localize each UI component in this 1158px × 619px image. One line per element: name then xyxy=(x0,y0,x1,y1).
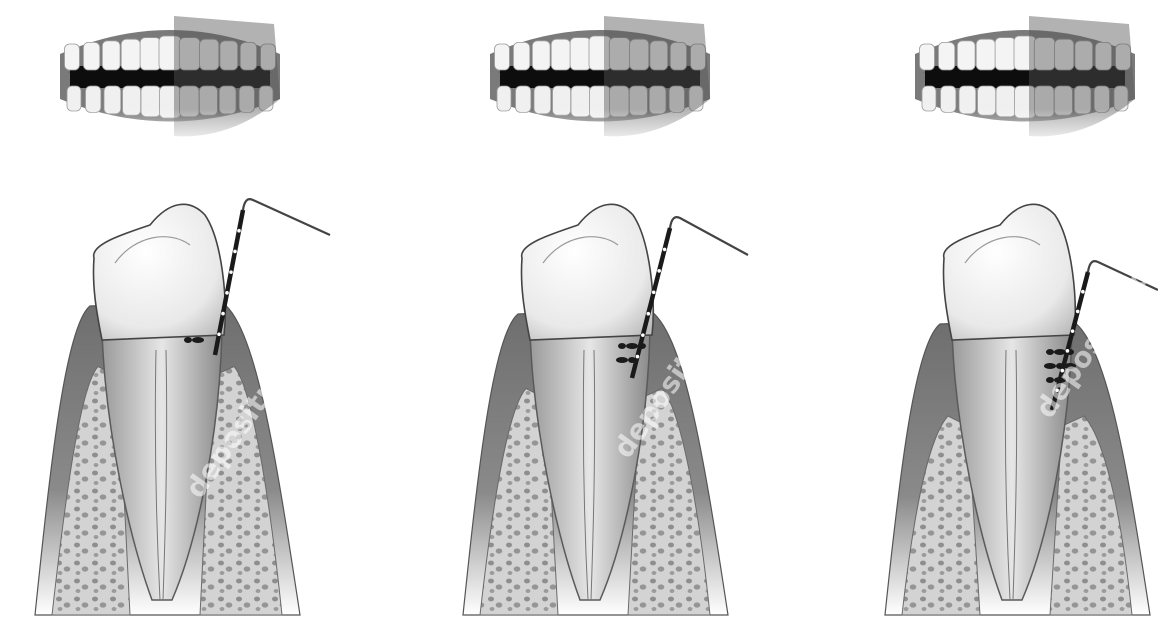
upper-tooth xyxy=(83,42,99,70)
calculus-spot xyxy=(626,343,638,349)
tooth-crown xyxy=(521,204,653,340)
tooth-crown xyxy=(943,204,1075,340)
mouth-illustration-2 xyxy=(490,16,710,139)
fade-overlay xyxy=(490,109,710,139)
upper-tooth xyxy=(995,38,1016,70)
probe-marking xyxy=(652,290,656,294)
probe-handle xyxy=(670,217,748,255)
lower-tooth xyxy=(922,86,936,111)
probe-marking xyxy=(657,269,661,273)
upper-tooth xyxy=(957,41,975,70)
calculus-spot xyxy=(184,337,192,343)
probe-marking xyxy=(237,229,241,233)
probe-handle xyxy=(243,199,330,235)
calculus-spot xyxy=(618,343,626,349)
probe-marking xyxy=(641,333,645,337)
upper-tooth xyxy=(551,39,570,70)
probe-marking xyxy=(1081,290,1085,294)
upper-tooth xyxy=(121,39,140,70)
upper-tooth xyxy=(495,44,510,70)
lower-tooth xyxy=(497,86,511,111)
tooth-section-3: depositphotos xyxy=(885,204,1158,615)
probe-marking xyxy=(1076,310,1080,314)
lower-tooth xyxy=(86,86,101,112)
fade-overlay xyxy=(60,109,280,139)
mouth-illustration-1 xyxy=(60,16,280,139)
mouth-illustrations xyxy=(60,16,1135,139)
upper-tooth xyxy=(532,41,550,70)
lower-tooth xyxy=(67,86,81,111)
lower-tooth xyxy=(516,86,531,112)
probe-marking xyxy=(229,270,233,274)
upper-tooth xyxy=(140,38,161,70)
upper-tooth xyxy=(102,41,120,70)
tooth-cross-sections: depositphotos depositphotos depositphotos xyxy=(35,199,1158,615)
upper-tooth xyxy=(938,42,954,70)
upper-tooth xyxy=(513,42,529,70)
calculus-spot xyxy=(616,357,628,363)
fade-overlay xyxy=(915,109,1135,139)
tooth-section-2: depositphotos xyxy=(463,204,764,615)
probe-marking xyxy=(663,248,667,252)
probe-marking xyxy=(225,291,229,295)
calculus-deposits xyxy=(184,337,204,343)
calculus-spot xyxy=(192,337,204,343)
upper-tooth xyxy=(920,44,935,70)
probe-marking xyxy=(646,312,650,316)
probe-marking xyxy=(221,312,225,316)
mouth-illustration-3 xyxy=(915,16,1135,139)
lower-tooth xyxy=(941,86,956,112)
upper-tooth xyxy=(570,38,591,70)
probe-marking xyxy=(233,250,237,254)
probe-marking xyxy=(636,355,640,359)
calculus-spot xyxy=(1046,349,1054,355)
tooth-crown xyxy=(93,204,225,340)
tooth-section-1: depositphotos xyxy=(35,199,336,615)
upper-tooth xyxy=(976,39,995,70)
probe-marking xyxy=(1071,329,1075,333)
upper-tooth xyxy=(65,44,80,70)
probe-marking xyxy=(217,332,221,336)
